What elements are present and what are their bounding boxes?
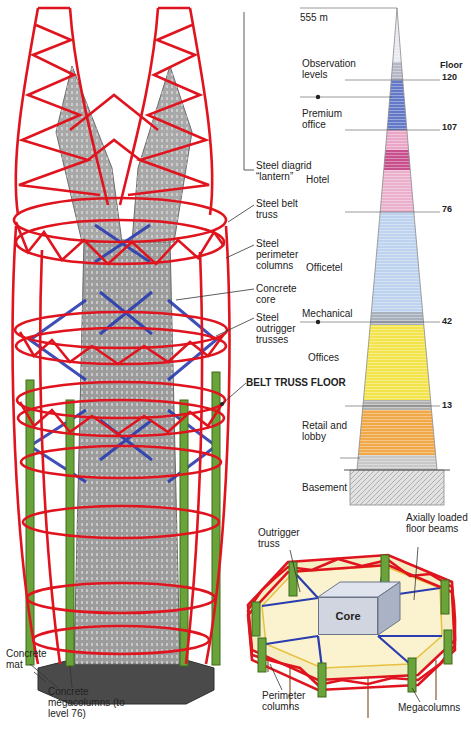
node-text: Core [335, 610, 360, 622]
level-line [300, 97, 392, 98]
level-line [300, 8, 397, 9]
zone-label: Observation levels [302, 58, 364, 80]
lantern-diagrid [128, 8, 209, 195]
callout-heading: BELT TRUSS FLOOR [246, 377, 346, 388]
belt-truss [248, 559, 455, 685]
leader-dot [316, 320, 320, 324]
floor-number: 76 [442, 204, 468, 215]
callout-label: Axially loaded floor beams [406, 512, 468, 534]
belt-truss [16, 220, 224, 264]
core-texture [74, 240, 180, 664]
outrigger-truss [95, 225, 150, 262]
leader-line [30, 664, 72, 688]
belt-truss-ring [16, 328, 226, 364]
level-line [345, 212, 440, 213]
basement-hatch [350, 470, 444, 505]
belt-truss [248, 565, 455, 690]
leader-line [226, 245, 254, 258]
floor-ring [33, 626, 209, 654]
leader-dot [220, 402, 224, 406]
level-line [300, 322, 440, 323]
zone-label: Retail and lobby [302, 420, 354, 442]
zone-label: Basement [302, 482, 354, 493]
zone-label: Premium office [302, 108, 360, 130]
megacolumn [66, 400, 74, 666]
leader-line [244, 12, 254, 170]
callout-label: Concrete megacolumns (to level 76) [48, 686, 140, 719]
height-label: 555 m [300, 12, 345, 23]
floor-ring [27, 583, 215, 613]
zone-label: Hotel [306, 174, 356, 185]
floor-number: 13 [442, 400, 468, 411]
perimeter-column [13, 226, 60, 664]
leader-dot [316, 95, 320, 99]
belt-truss-ring [20, 332, 224, 364]
level-line [345, 406, 440, 407]
callout-label: Steel outrigger trusses [256, 312, 306, 345]
floor-ring [23, 506, 219, 538]
floor-lines [350, 0, 450, 470]
floor-number: 107 [442, 122, 468, 133]
floor-number: 120 [442, 72, 468, 83]
callout-label: Concrete core [256, 283, 302, 305]
callout-label: Perimeter columns [262, 690, 324, 712]
megacolumn [444, 630, 452, 664]
core-side [378, 582, 400, 635]
megacolumn [318, 663, 326, 697]
leader-line [414, 547, 418, 600]
megacolumn [441, 580, 449, 614]
belt-truss-ring [20, 402, 222, 434]
level-line [340, 458, 360, 459]
concrete-core [74, 240, 180, 664]
callout-label: Megacolumns [398, 702, 468, 713]
leader-line [34, 672, 46, 682]
leader-line [222, 383, 246, 404]
level-line [345, 130, 440, 131]
leader-line [176, 289, 254, 300]
lantern-diagrid [19, 8, 100, 195]
core-box: Core [318, 597, 378, 635]
floor-ring [21, 446, 221, 478]
leader-line [412, 688, 420, 702]
floor-number: 42 [442, 316, 468, 327]
level-line [345, 80, 440, 81]
callout-label: Steel belt truss [256, 198, 306, 220]
callout-label: Outrigger truss [258, 527, 318, 549]
leader-line [216, 318, 254, 336]
basement [350, 470, 444, 505]
belt-truss [16, 222, 224, 264]
zone-label: Mechanical [302, 308, 362, 319]
tower-outline [357, 8, 437, 470]
megacolumn [408, 658, 416, 692]
megacolumn [289, 562, 297, 596]
megacolumn [252, 602, 260, 636]
zone-label: Officetel [306, 262, 356, 273]
belt-truss-ring [18, 400, 224, 436]
lantern-diagrid [70, 95, 158, 160]
perimeter-column [186, 226, 229, 664]
floor-label: Floor [440, 60, 470, 71]
callout-label: Concrete mat [6, 648, 52, 670]
callout-label: Steel perimeter columns [256, 238, 306, 271]
megacolumn [258, 638, 266, 672]
belt-truss-ring [15, 312, 227, 348]
leader-line [270, 664, 282, 690]
zone-label: Offices [308, 352, 358, 363]
leader-line [290, 550, 300, 592]
leader-line [228, 205, 254, 222]
ground-line [344, 469, 450, 470]
